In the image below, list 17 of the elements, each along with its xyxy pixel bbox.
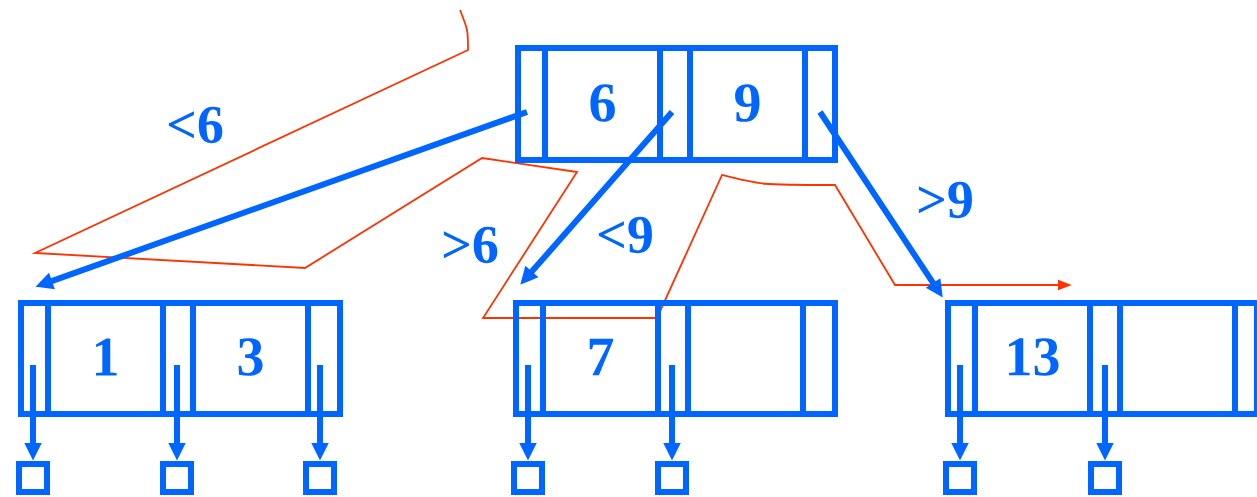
key-label: 6	[590, 84, 615, 122]
pointer-box	[655, 461, 689, 495]
range-label: >9	[918, 181, 972, 219]
pointer-box	[943, 461, 977, 495]
key-label: 7	[589, 338, 614, 376]
range-label: <9	[598, 216, 652, 254]
pointer-box	[303, 461, 337, 495]
key-label: 13	[1009, 338, 1059, 376]
pointer-box	[511, 461, 545, 495]
key-label: 9	[735, 84, 760, 122]
pointer-box	[1088, 461, 1122, 495]
range-label: <6	[168, 106, 223, 144]
key-label: 1	[96, 338, 117, 376]
range-label: >6	[443, 226, 498, 264]
pointer-box	[160, 461, 194, 495]
key-label: 3	[238, 338, 263, 376]
pointer-box	[16, 461, 50, 495]
